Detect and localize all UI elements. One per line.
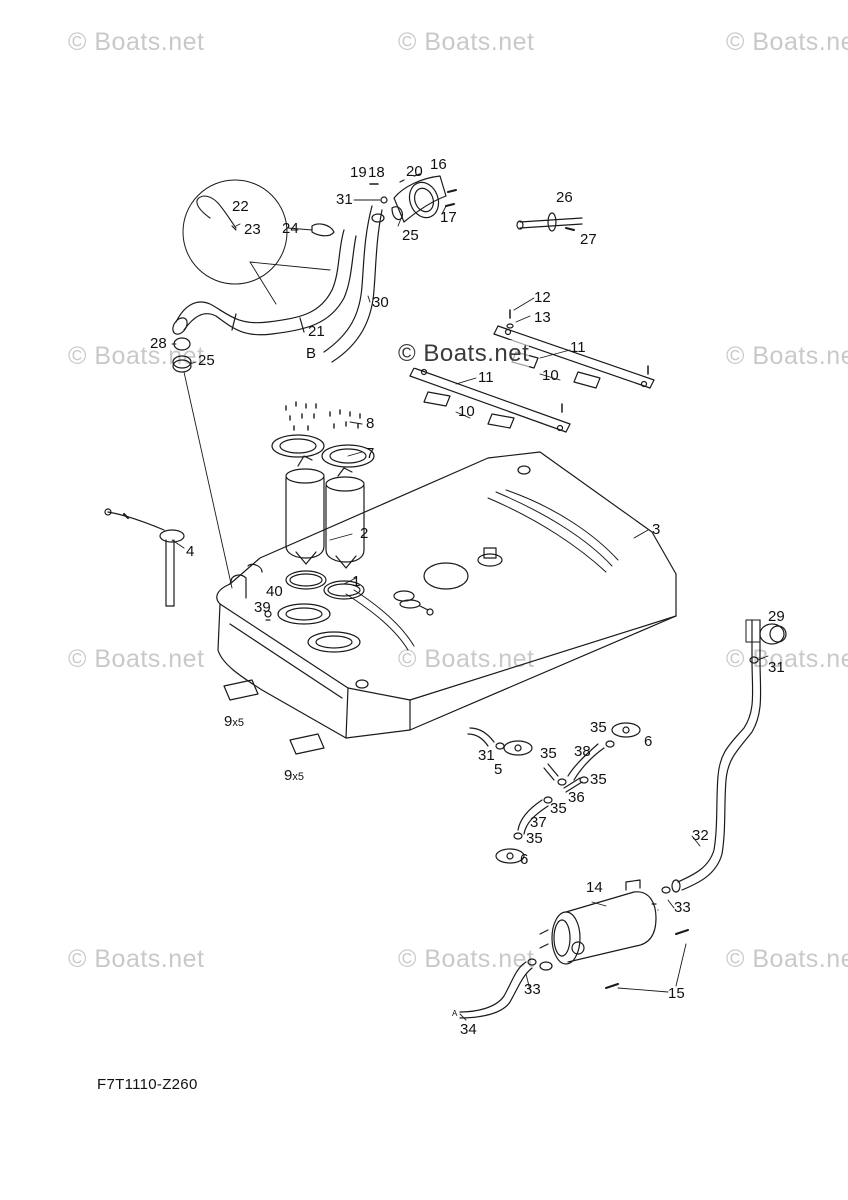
fuel-level-sender bbox=[105, 509, 184, 606]
callout-33[interactable]: 33 bbox=[674, 899, 691, 916]
callout-20[interactable]: 20 bbox=[406, 163, 423, 180]
callout-7[interactable]: 7 bbox=[366, 445, 375, 462]
watermark: © Boats.net bbox=[726, 945, 848, 973]
callout-4[interactable]: 4 bbox=[186, 543, 195, 560]
fuel-pump-modules bbox=[272, 402, 374, 599]
callout-35[interactable]: 35 bbox=[550, 800, 567, 817]
callout-9-quantity: x5 bbox=[292, 771, 304, 783]
callout-38[interactable]: 38 bbox=[574, 743, 591, 760]
callout-35[interactable]: 35 bbox=[590, 719, 607, 736]
callout-40[interactable]: 40 bbox=[266, 583, 283, 600]
callout-37[interactable]: 37 bbox=[530, 814, 547, 831]
breather-fitting bbox=[517, 213, 582, 231]
callout-31[interactable]: 31 bbox=[478, 747, 495, 764]
watermark: © Boats.net bbox=[398, 945, 535, 973]
callout-33[interactable]: 33 bbox=[524, 981, 541, 998]
watermark: © Boats.net bbox=[68, 945, 205, 973]
watermark: © Boats.net bbox=[68, 645, 205, 673]
callout-9-quantity: x5 bbox=[232, 717, 244, 729]
inlet-hose bbox=[460, 962, 532, 1018]
return-hose bbox=[662, 620, 786, 893]
fuel-hose-group bbox=[468, 723, 640, 863]
callout-35[interactable]: 35 bbox=[590, 771, 607, 788]
callout-29[interactable]: 29 bbox=[768, 608, 785, 625]
callout-9-number: 9 bbox=[224, 713, 233, 730]
callout-12[interactable]: 12 bbox=[534, 289, 551, 306]
callout-30[interactable]: 30 bbox=[372, 294, 389, 311]
callout-13[interactable]: 13 bbox=[534, 309, 551, 326]
callout-36[interactable]: 36 bbox=[568, 789, 585, 806]
callout-39[interactable]: 39 bbox=[254, 599, 271, 616]
callout-9[interactable]: 9x5 bbox=[224, 714, 244, 731]
callout-10[interactable]: 10 bbox=[542, 367, 559, 384]
leader-lines bbox=[172, 200, 768, 1020]
callout-31[interactable]: 31 bbox=[768, 659, 785, 676]
callout-10[interactable]: 10 bbox=[458, 403, 475, 420]
center-watermark: © Boats.net bbox=[398, 340, 530, 368]
callout-32[interactable]: 32 bbox=[692, 827, 709, 844]
callout-19[interactable]: 19 bbox=[350, 164, 367, 181]
reference-a: A bbox=[452, 1009, 458, 1018]
callout-6[interactable]: 6 bbox=[644, 733, 653, 750]
callout-23[interactable]: 23 bbox=[244, 221, 261, 238]
callout-5[interactable]: 5 bbox=[494, 761, 503, 778]
watermark: © Boats.net bbox=[726, 645, 848, 673]
callout-28[interactable]: 28 bbox=[150, 335, 167, 352]
tank-straps bbox=[410, 310, 654, 432]
callout-25[interactable]: 25 bbox=[402, 227, 419, 244]
watermark: © Boats.net bbox=[68, 28, 205, 56]
callout-35[interactable]: 35 bbox=[526, 830, 543, 847]
fuel-tank bbox=[217, 452, 676, 754]
watermark: © Boats.net bbox=[726, 28, 848, 56]
callout-2[interactable]: 2 bbox=[360, 525, 369, 542]
watermark: © Boats.net bbox=[398, 28, 535, 56]
callout-8[interactable]: 8 bbox=[366, 415, 375, 432]
watermark: © Boats.net bbox=[726, 342, 848, 370]
reference-b: B bbox=[306, 345, 317, 362]
callout-25[interactable]: 25 bbox=[198, 352, 215, 369]
callout-21[interactable]: 21 bbox=[308, 323, 325, 340]
callout-24[interactable]: 24 bbox=[282, 220, 299, 237]
callout-26[interactable]: 26 bbox=[556, 189, 573, 206]
callout-3[interactable]: 3 bbox=[652, 521, 661, 538]
fuel-filter bbox=[528, 880, 688, 992]
diagram-code: F7T1110-Z260 bbox=[97, 1076, 198, 1093]
callout-1[interactable]: 1 bbox=[352, 573, 361, 590]
callout-22[interactable]: 22 bbox=[232, 198, 249, 215]
callout-35[interactable]: 35 bbox=[540, 745, 557, 762]
callout-11[interactable]: 11 bbox=[570, 339, 586, 356]
callout-15[interactable]: 15 bbox=[668, 985, 685, 1002]
callout-31[interactable]: 31 bbox=[336, 191, 353, 208]
callout-9[interactable]: 9x5 bbox=[284, 768, 304, 785]
callout-9-number: 9 bbox=[284, 767, 293, 784]
callout-11[interactable]: 11 bbox=[478, 369, 494, 386]
callout-16[interactable]: 16 bbox=[430, 156, 447, 173]
callout-34[interactable]: 34 bbox=[460, 1021, 477, 1038]
callout-18[interactable]: 18 bbox=[368, 164, 385, 181]
callout-14[interactable]: 14 bbox=[586, 879, 603, 896]
callout-17[interactable]: 17 bbox=[440, 209, 457, 226]
filler-hose-assembly bbox=[170, 174, 456, 588]
callout-6[interactable]: 6 bbox=[520, 851, 529, 868]
callout-27[interactable]: 27 bbox=[580, 231, 597, 248]
